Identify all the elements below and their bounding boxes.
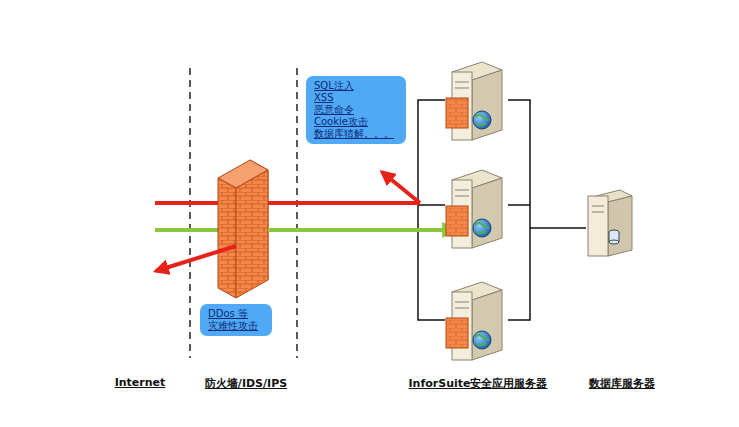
blocked-arrow	[382, 172, 420, 203]
column-label: InforSuite安全应用服务器	[409, 376, 548, 391]
callout-text: SQL注入	[314, 80, 398, 92]
database-server	[588, 190, 632, 256]
firewall-wall	[218, 160, 268, 298]
app-server	[446, 170, 502, 248]
network-wire	[418, 100, 586, 320]
column-label: 防火墙/IDS/IPS	[205, 376, 287, 391]
normal-traffic-arrow	[155, 228, 222, 232]
callout-box: SQL注入XSS恶意命令Cookie攻击数据库猜解。。。	[306, 76, 406, 144]
callout-box: DDos 等灾难性攻击	[200, 304, 272, 336]
callout-text: DDos 等	[208, 308, 264, 320]
callout-text: 数据库猜解。。。	[314, 128, 398, 140]
callout-text: 恶意命令	[314, 104, 398, 116]
dashed-separator	[296, 68, 298, 358]
dashed-separator	[189, 68, 191, 358]
callout-text: 灾难性攻击	[208, 320, 264, 332]
column-label: 数据库服务器	[589, 376, 655, 391]
blocked-arrow	[156, 246, 236, 271]
callout-text: Cookie攻击	[314, 116, 398, 128]
app-server	[446, 62, 502, 140]
app-server	[446, 282, 502, 360]
normal-traffic-arrow	[268, 228, 455, 232]
callout-text: XSS	[314, 92, 398, 104]
attack-arrow	[268, 201, 420, 205]
attack-arrow	[155, 201, 222, 205]
column-label: Internet	[115, 376, 166, 389]
